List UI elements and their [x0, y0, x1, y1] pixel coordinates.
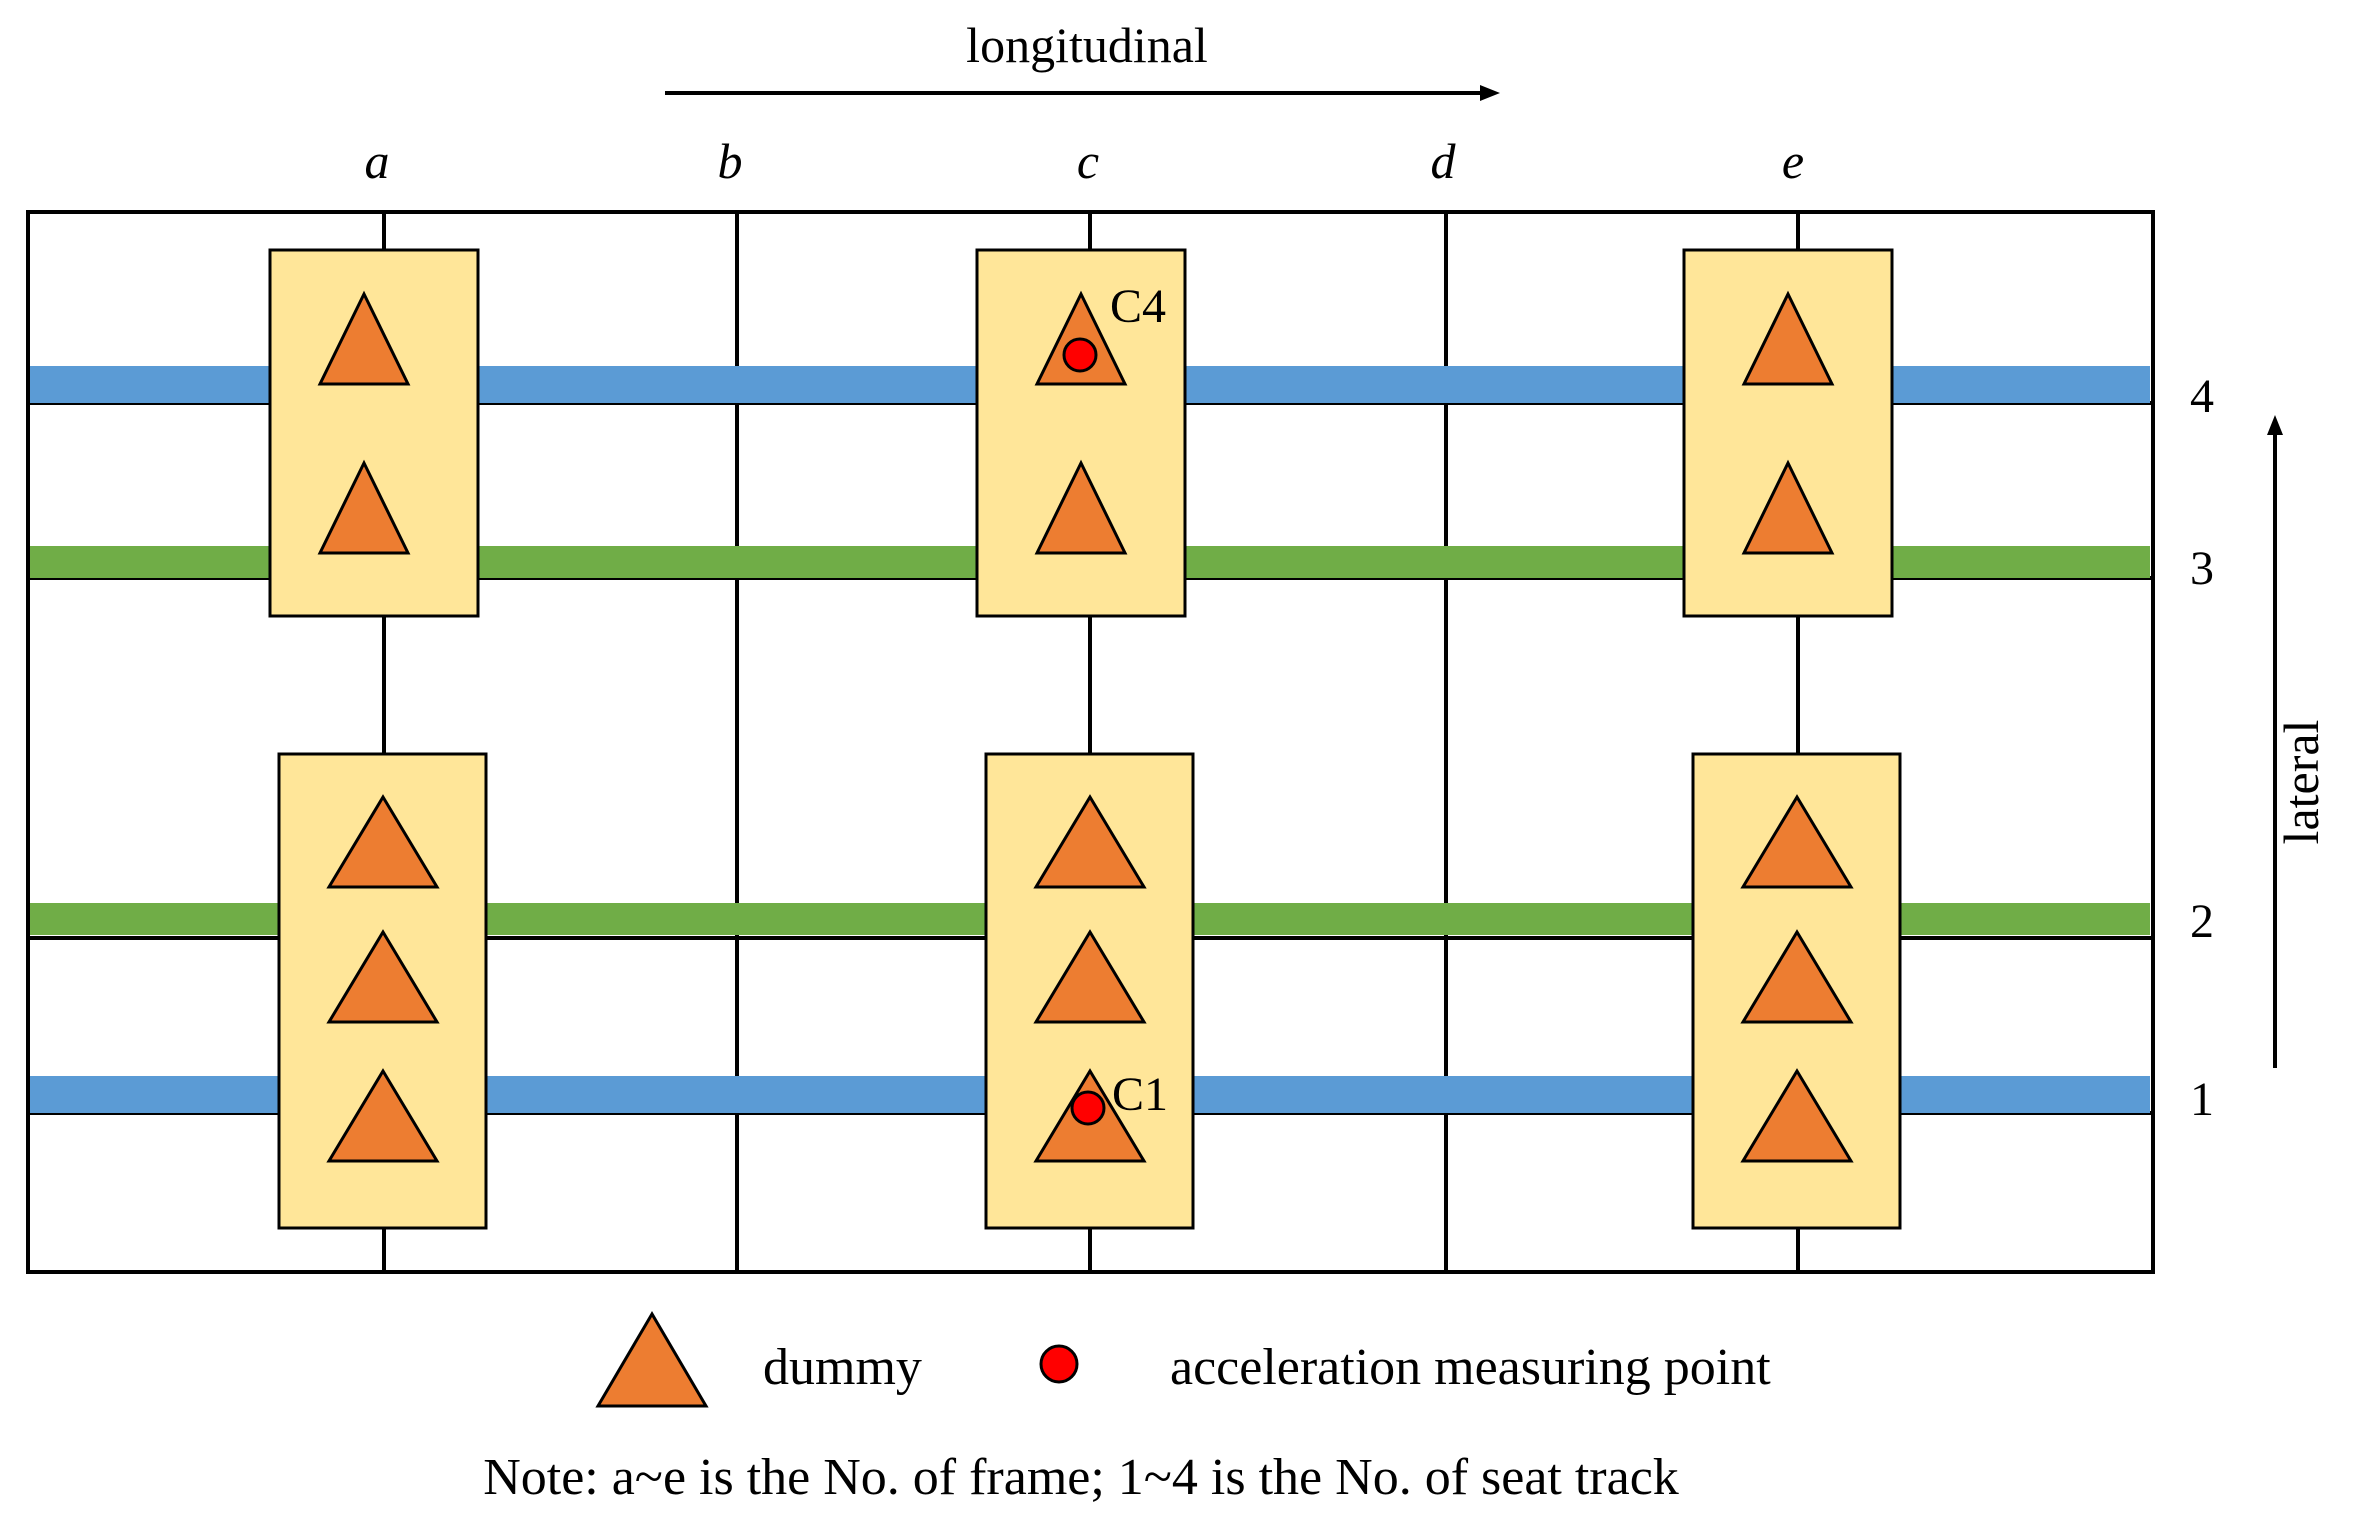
- legend-dummy-label: dummy: [763, 1339, 922, 1396]
- lateral-arrow-head: [2267, 415, 2283, 435]
- dummy-icon: [1740, 794, 1854, 889]
- dummy-icon: [1741, 290, 1835, 386]
- dummy-icon: [1740, 1068, 1854, 1163]
- track-labels: 1 2 3 4: [2190, 370, 2214, 1126]
- track-label-2: 2: [2190, 895, 2214, 948]
- seat-block-e-lower: [1691, 752, 1902, 1230]
- track-label-3: 3: [2190, 542, 2214, 595]
- dummy-icon: [1741, 459, 1835, 555]
- legend-measuring-point-icon: [1039, 1344, 1079, 1384]
- seat-block-a-upper: [268, 248, 480, 618]
- frame-label-a: a: [365, 133, 390, 189]
- measuring-point-label-c1: C1: [1112, 1068, 1168, 1121]
- seat-row-upper: [268, 248, 1894, 618]
- seat: [268, 248, 480, 618]
- longitudinal-label: longitudinal: [966, 17, 1208, 73]
- frame-label-d: d: [1431, 133, 1457, 189]
- dummy-icon: [326, 1068, 440, 1163]
- seat-block-c-upper: [975, 248, 1187, 618]
- legend: dummy acceleration measuring point: [595, 1311, 1771, 1408]
- frame-label-c: c: [1077, 133, 1099, 189]
- measuring-point-label-c4: C4: [1110, 280, 1166, 333]
- frame-label-e: e: [1782, 133, 1804, 189]
- dummy-icon: [1033, 794, 1147, 889]
- seat-block-e-upper: [1682, 248, 1894, 618]
- frame-label-b: b: [718, 133, 743, 189]
- legend-measuring-point-label: acceleration measuring point: [1170, 1339, 1771, 1396]
- dummy-icon: [317, 290, 411, 386]
- dummy-icon: [317, 459, 411, 555]
- seat-row-lower: [277, 752, 1902, 1230]
- lateral-label: lateral: [2273, 720, 2329, 845]
- lateral-axis: lateral: [2267, 415, 2329, 1068]
- dummy-icon: [1740, 929, 1854, 1024]
- track-label-4: 4: [2190, 370, 2214, 423]
- longitudinal-axis: longitudinal: [665, 17, 1500, 101]
- longitudinal-arrow-head: [1480, 85, 1500, 101]
- measuring-points: C4 C1: [1062, 280, 1168, 1126]
- dummy-icon: [1033, 929, 1147, 1024]
- seat-block-c-lower: [984, 752, 1195, 1230]
- frame-labels: a b c d e: [365, 133, 1805, 189]
- figure-note: Note: a~e is the No. of frame; 1~4 is th…: [483, 1449, 1679, 1506]
- dummy-icon: [1034, 459, 1128, 555]
- legend-dummy-icon: [595, 1311, 709, 1408]
- dummy-icon: [326, 929, 440, 1024]
- measuring-point-c1: [1070, 1090, 1106, 1126]
- track-label-1: 1: [2190, 1073, 2214, 1126]
- measuring-point-c4: [1062, 337, 1098, 373]
- dummy-icon: [326, 794, 440, 889]
- seat-block-a-lower: [277, 752, 488, 1230]
